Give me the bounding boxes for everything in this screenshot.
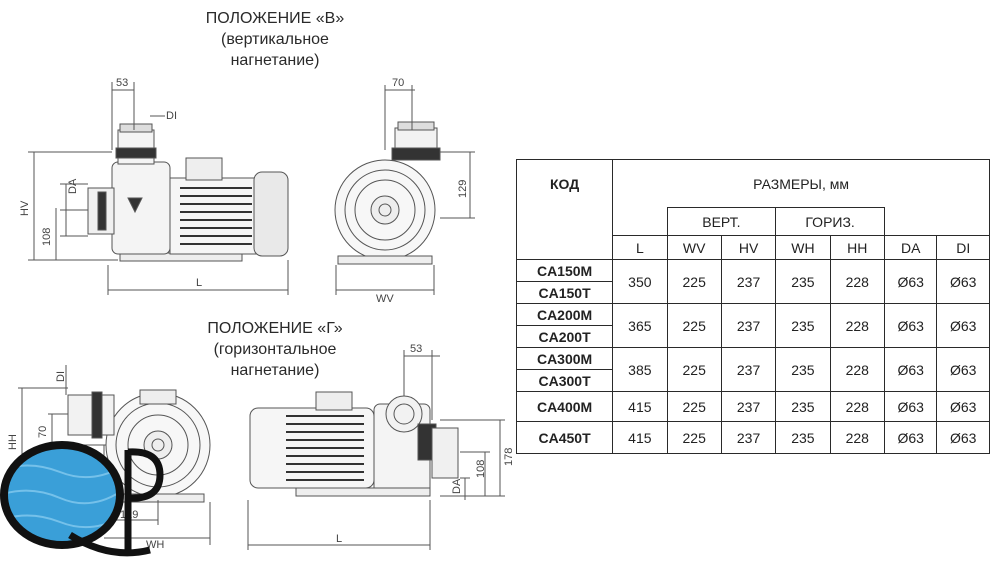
cell-wh: 235 [775, 303, 831, 348]
spec-table: КОД РАЗМЕРЫ, мм ВЕРТ. ГОРИЗ. L WV HV WH … [515, 159, 991, 454]
cell-hv: 237 [720, 303, 777, 348]
table-row: CA400M 415 225 237 235 228 Ø63 Ø63 [515, 391, 990, 422]
dim-70-bottom: 70 [37, 426, 49, 438]
dim-hh: HH [7, 434, 19, 450]
cell-wv: 225 [666, 347, 722, 392]
cell-da: Ø63 [883, 421, 938, 454]
title-b-line2: (вертикальное [221, 31, 329, 48]
cell-da: Ø63 [883, 391, 938, 422]
col-hh: HH [829, 235, 885, 260]
model-code: CA150T [515, 281, 614, 304]
title-b-line1: ПОЛОЖЕНИЕ «В» [205, 10, 345, 27]
dim-178: 178 [503, 448, 515, 466]
position-b-title: ПОЛОЖЕНИЕ «В» (вертикальное нагнетание) [175, 8, 375, 71]
dim-di-bottom: DI [55, 371, 67, 382]
cell-hv: 237 [720, 391, 777, 422]
qp-logo [0, 441, 164, 557]
logo-water [4, 445, 120, 545]
title-g-line3: нагнетание) [230, 362, 320, 379]
col-wh: WH [775, 235, 831, 260]
table-row: CA200M 365 225 237 235 228 Ø63 Ø63 [515, 303, 990, 348]
sizes-header: РАЗМЕРЫ, мм [612, 159, 990, 208]
dim-l-top: L [196, 277, 202, 289]
cell-di: Ø63 [936, 303, 990, 348]
model-code: CA200T [515, 325, 614, 348]
cell-wh: 235 [775, 391, 831, 422]
cell-l: 415 [612, 421, 668, 454]
table-row: CA300M 385 225 237 235 228 Ø63 Ø63 [515, 347, 990, 392]
dim-l-bottom: L [336, 533, 342, 545]
cell-l: 365 [612, 303, 668, 348]
model-code: CA200M [515, 303, 614, 326]
model-code: CA300M [515, 347, 614, 370]
cell-hh: 228 [829, 259, 885, 304]
dim-53-bottom: 53 [410, 343, 422, 355]
model-code: CA400M [515, 391, 614, 422]
cell-hv: 237 [720, 259, 777, 304]
bottom-side-view [247, 350, 505, 550]
dim-53-top: 53 [116, 77, 128, 89]
cell-di: Ø63 [936, 347, 990, 392]
horiz-header: ГОРИЗ. [775, 207, 885, 236]
pump-drawings: 53 DI HV DA 108 L 70 129 WV DI HH 70 129… [7, 77, 515, 551]
col-hv: HV [720, 235, 777, 260]
cell-da: Ø63 [883, 259, 938, 304]
cell-wv: 225 [666, 391, 722, 422]
title-g-line2: (горизонтальное [213, 341, 337, 358]
cell-hv: 237 [720, 347, 777, 392]
dim-wv: WV [376, 293, 394, 305]
cell-di: Ø63 [936, 391, 990, 422]
cell-wv: 225 [666, 421, 722, 454]
model-code: CA300T [515, 369, 614, 392]
col-da: DA [883, 235, 938, 260]
cell-l: 350 [612, 259, 668, 304]
table-row: CA150T [515, 281, 990, 304]
cell-wh: 235 [775, 259, 831, 304]
dim-108-top: 108 [41, 228, 53, 246]
dim-108-bottom: 108 [475, 460, 487, 478]
dim-hv: HV [19, 200, 31, 216]
dim-da-bottom: DA [451, 478, 463, 494]
dim-di-top: DI [166, 110, 177, 122]
vert-header: ВЕРТ. [666, 207, 777, 236]
top-side-view [28, 82, 289, 295]
cell-hh: 228 [829, 347, 885, 392]
top-front-view [334, 85, 475, 295]
cell-wh: 235 [775, 421, 831, 454]
cell-da: Ø63 [883, 303, 938, 348]
code-header: КОД [515, 159, 614, 260]
column-header-row: L WV HV WH HH DA DI [517, 235, 990, 260]
col-l: L [612, 235, 668, 260]
col-wv: WV [666, 235, 722, 260]
cell-di: Ø63 [936, 421, 990, 454]
table-row: CA450T 415 225 237 235 228 Ø63 Ø63 [515, 421, 990, 454]
position-g-title: ПОЛОЖЕНИЕ «Г» (горизонтальное нагнетание… [170, 318, 380, 381]
cell-hv: 237 [720, 421, 777, 454]
dim-wh: WH [146, 539, 164, 551]
table-row: CA150M 350 225 237 235 228 Ø63 Ø63 [515, 259, 990, 304]
cell-hh: 228 [829, 421, 885, 454]
title-g-line1: ПОЛОЖЕНИЕ «Г» [207, 320, 343, 337]
title-b-line3: нагнетание) [230, 52, 320, 69]
cell-hh: 228 [829, 303, 885, 348]
dim-da-top: DA [67, 178, 79, 194]
dim-129-top: 129 [457, 180, 469, 198]
model-code: CA450T [515, 421, 614, 454]
cell-da: Ø63 [883, 347, 938, 392]
col-di: DI [936, 235, 990, 260]
cell-wv: 225 [666, 259, 722, 304]
logo-p [124, 448, 164, 550]
cell-wh: 235 [775, 347, 831, 392]
model-code: CA150M [515, 259, 614, 282]
cell-wv: 225 [666, 303, 722, 348]
cell-l: 415 [612, 391, 668, 422]
cell-l: 385 [612, 347, 668, 392]
cell-di: Ø63 [936, 259, 990, 304]
dim-70-top: 70 [392, 77, 404, 89]
cell-hh: 228 [829, 391, 885, 422]
